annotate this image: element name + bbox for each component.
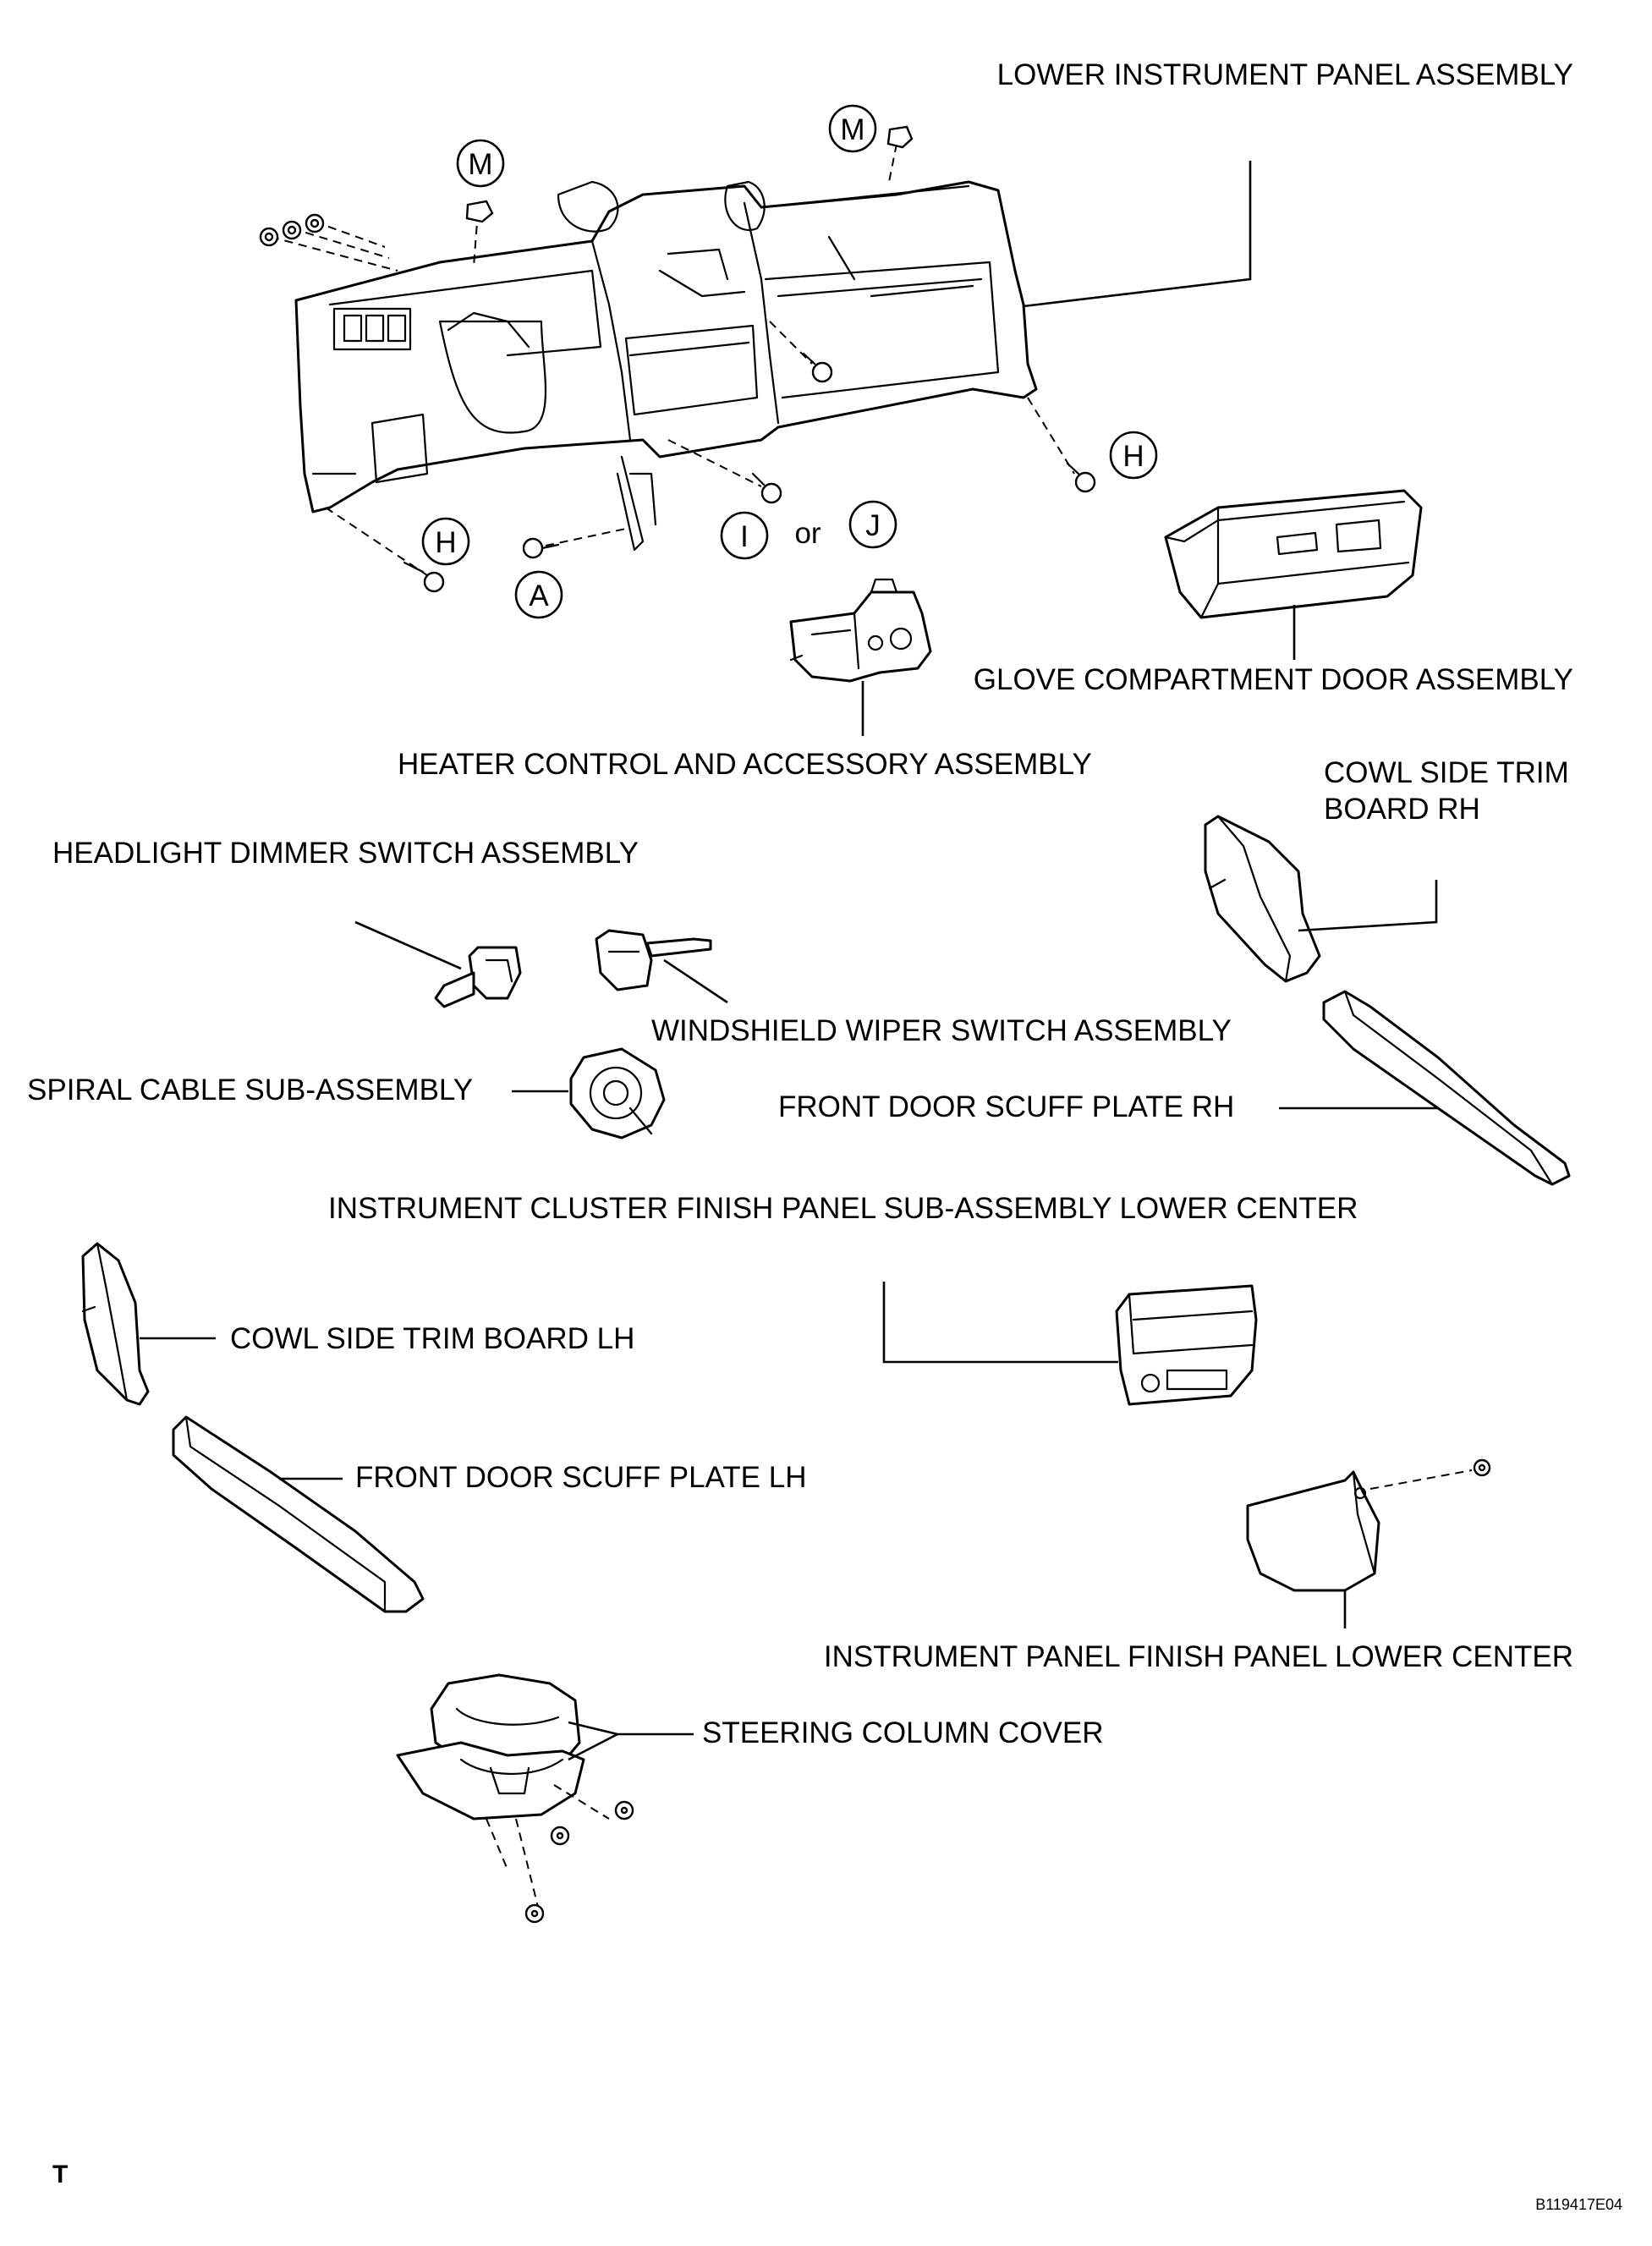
callout-m-left: M	[456, 139, 505, 188]
nut-icon	[886, 125, 914, 149]
leader-headlight-dimmer	[354, 920, 462, 970]
label-glove-compartment-door: GLOVE COMPARTMENT DOOR ASSEMBLY	[974, 663, 1573, 696]
label-cowl-side-trim-rh-line1: COWL SIDE TRIM	[1324, 756, 1569, 789]
front-door-scuff-rh-drawing	[1322, 990, 1571, 1186]
cowl-side-trim-lh-drawing	[81, 1242, 150, 1406]
leader-steering-column-cover-lower	[568, 1733, 618, 1761]
svg-text:A: A	[529, 579, 549, 612]
or-text: or	[794, 517, 821, 550]
callout-i: I	[720, 511, 769, 560]
label-front-door-scuff-rh: FRONT DOOR SCUFF PLATE RH	[778, 1090, 1234, 1123]
front-door-scuff-lh-drawing	[172, 1415, 425, 1613]
screw-icon	[1473, 1458, 1491, 1477]
fastener-line-steering-2	[553, 1784, 610, 1820]
steering-column-cover-drawing	[396, 1673, 585, 1820]
label-instrument-cluster-finish: INSTRUMENT CLUSTER FINISH PANEL SUB-ASSE…	[328, 1192, 1358, 1225]
figure-code: B119417E04	[1535, 2196, 1622, 2213]
lower-instrument-panel-drawing	[294, 180, 1038, 552]
callout-m-right: M	[828, 104, 877, 153]
bolt-icon	[403, 561, 445, 593]
panel-fastener-lines	[270, 143, 1075, 576]
svg-text:M: M	[468, 148, 492, 181]
bolt-icon	[522, 537, 560, 559]
spiral-cable-drawing	[569, 1047, 666, 1139]
fastener-line-finish-lower	[1369, 1469, 1473, 1490]
windshield-wiper-switch-drawing	[595, 929, 712, 991]
panel-fasteners	[259, 125, 1096, 593]
leader-steering-column-cover	[568, 1721, 694, 1736]
leader-cowl-side-trim-rh	[1298, 880, 1438, 932]
headlight-dimmer-switch-drawing	[434, 946, 522, 1008]
corner-mark: T	[52, 2161, 68, 2188]
callout-a: A	[514, 570, 563, 619]
svg-text:J: J	[865, 509, 881, 542]
screw-icon	[524, 1903, 545, 1924]
svg-text:I: I	[740, 520, 749, 553]
label-steering-column-cover: STEERING COLUMN COVER	[702, 1716, 1104, 1749]
bolt-icon	[282, 220, 302, 240]
svg-text:M: M	[840, 113, 864, 146]
svg-text:H: H	[1122, 440, 1144, 473]
leader-lower-instrument-panel	[1023, 161, 1252, 308]
label-cowl-side-trim-lh: COWL SIDE TRIM BOARD LH	[230, 1322, 634, 1355]
glove-compartment-door-drawing	[1164, 489, 1423, 619]
label-cowl-side-trim-rh-line2: BOARD RH	[1324, 793, 1480, 826]
svg-text:H: H	[435, 526, 456, 559]
label-instrument-panel-finish-lower: INSTRUMENT PANEL FINISH PANEL LOWER CENT…	[824, 1640, 1573, 1673]
instrument-panel-finish-lower-drawing	[1246, 1470, 1380, 1592]
leader-windshield-wiper	[663, 958, 728, 1004]
screw-icon	[614, 1800, 634, 1820]
bolt-icon	[305, 213, 325, 233]
bolt-icon	[1066, 462, 1096, 493]
instrument-cluster-finish-drawing	[1115, 1284, 1258, 1406]
cowl-side-trim-rh-drawing	[1204, 815, 1321, 983]
fastener-line-steering-1	[486, 1818, 508, 1870]
nut-icon	[465, 200, 494, 223]
fastener-line-steering-3	[515, 1818, 542, 1921]
bolt-icon	[802, 352, 833, 383]
label-windshield-wiper-switch: WINDSHIELD WIPER SWITCH ASSEMBLY	[651, 1014, 1232, 1047]
leader-instrument-cluster-finish	[882, 1282, 1118, 1364]
callout-h-left: H	[421, 517, 470, 566]
callout-j: J	[848, 500, 897, 549]
bolt-icon	[259, 227, 279, 247]
label-headlight-dimmer-switch: HEADLIGHT DIMMER SWITCH ASSEMBLY	[52, 837, 639, 870]
label-heater-control: HEATER CONTROL AND ACCESSORY ASSEMBLY	[398, 748, 1092, 781]
screw-icon	[550, 1826, 570, 1846]
label-spiral-cable: SPIRAL CABLE SUB-ASSEMBLY	[27, 1074, 473, 1107]
label-lower-instrument-panel: LOWER INSTRUMENT PANEL ASSEMBLY	[997, 58, 1573, 91]
callout-h-right: H	[1109, 431, 1158, 480]
bolt-icon	[751, 472, 782, 504]
heater-control-drawing	[789, 578, 932, 683]
label-front-door-scuff-lh: FRONT DOOR SCUFF PLATE LH	[355, 1461, 806, 1494]
